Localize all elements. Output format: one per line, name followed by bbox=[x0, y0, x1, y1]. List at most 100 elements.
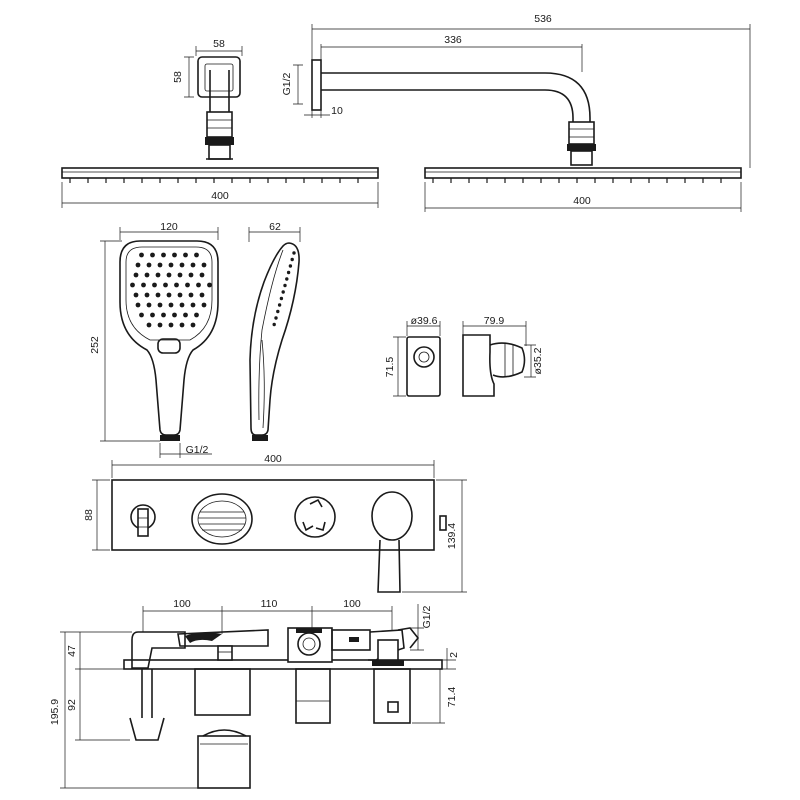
dim-label-spacing-3: 100 bbox=[343, 598, 361, 610]
shower-head-nozzles-side bbox=[432, 178, 722, 183]
holder-base bbox=[462, 334, 495, 397]
hand-shower-side-nozzles bbox=[272, 251, 296, 327]
diverter-body bbox=[194, 668, 251, 716]
hand-nozzle bbox=[196, 282, 201, 288]
dim-label-flange-width: 58 bbox=[213, 38, 225, 50]
side-nozzle bbox=[277, 303, 282, 307]
hand-nozzle bbox=[188, 272, 194, 278]
dim-hand-thread bbox=[159, 443, 212, 458]
hand-nozzle bbox=[130, 282, 135, 288]
side-nozzle bbox=[274, 316, 278, 320]
hand-nozzle bbox=[155, 292, 161, 298]
dim-label-arm-length: 336 bbox=[444, 34, 462, 46]
side-nozzle bbox=[276, 309, 280, 314]
hand-nozzle bbox=[135, 262, 141, 268]
dim-body-thread bbox=[410, 604, 424, 651]
dim-120 bbox=[119, 227, 219, 240]
dim-panel-400 bbox=[111, 460, 435, 478]
dim-400-front bbox=[61, 182, 379, 208]
arm-joint-rings bbox=[207, 119, 232, 129]
hand-nozzle bbox=[190, 302, 196, 308]
dim-58-height bbox=[184, 56, 194, 98]
overhead-shower-front-view: 58 58 400 bbox=[61, 38, 379, 208]
arm-swivel-nut bbox=[567, 144, 596, 151]
hand-nozzle bbox=[207, 282, 212, 288]
dim-58-width bbox=[195, 46, 243, 56]
dim-label-overall-width: 536 bbox=[534, 13, 552, 25]
mixer-lever-handle bbox=[377, 539, 401, 593]
dim-71-5 bbox=[393, 336, 406, 397]
dim-252 bbox=[100, 240, 160, 442]
hand-shower-side-body bbox=[249, 242, 300, 436]
dim-47 bbox=[75, 631, 132, 670]
hose-holder-hook bbox=[129, 717, 165, 741]
hand-nozzle bbox=[135, 302, 141, 308]
dim-79-9 bbox=[462, 321, 527, 346]
dim-88 bbox=[92, 479, 110, 551]
dim-100-b bbox=[312, 606, 393, 630]
hand-nozzle bbox=[172, 252, 177, 258]
dim-label-cartridge-depth: 71.4 bbox=[446, 687, 458, 708]
spout-body bbox=[177, 629, 269, 647]
dim-label-hand-thread: G1/2 bbox=[186, 444, 209, 456]
dim-71-4 bbox=[412, 669, 445, 724]
hand-nozzle bbox=[201, 262, 207, 268]
hand-nozzle bbox=[157, 262, 163, 268]
hand-nozzle bbox=[194, 312, 199, 318]
hand-nozzle bbox=[150, 312, 155, 318]
hand-shower-holder: 79.9 ø35.2 bbox=[462, 315, 544, 397]
control-panel-plate bbox=[111, 479, 435, 551]
spout-neck bbox=[217, 645, 233, 661]
shower-head-plate-front bbox=[61, 167, 379, 179]
outlet-plate bbox=[406, 336, 441, 397]
dim-536 bbox=[311, 24, 751, 168]
dim-139-4 bbox=[402, 479, 467, 593]
shower-head-plate-side bbox=[424, 167, 742, 179]
hand-nozzle bbox=[155, 272, 161, 278]
dim-label-holder-width: 79.9 bbox=[484, 315, 505, 327]
dim-label-spacing-1: 100 bbox=[173, 598, 191, 610]
hand-nozzle bbox=[141, 282, 146, 288]
side-nozzle bbox=[292, 251, 296, 255]
hand-nozzle bbox=[190, 262, 196, 268]
panel-hose-elbow bbox=[137, 508, 149, 537]
dim-label-flange-height: 58 bbox=[172, 71, 184, 83]
hand-nozzle bbox=[157, 322, 163, 328]
hand-nozzle bbox=[139, 252, 144, 258]
mixer-lever-head bbox=[371, 491, 413, 541]
overhead-shower-side-view: 536 336 G1/2 10 400 bbox=[281, 13, 751, 212]
wall-flange-inner bbox=[204, 63, 234, 92]
hand-shower-side-thread bbox=[252, 435, 268, 441]
dim-10 bbox=[304, 110, 330, 118]
spout-outlet bbox=[185, 632, 222, 643]
dim-195-9 bbox=[60, 631, 198, 789]
shower-head-nozzles bbox=[69, 178, 359, 183]
hand-shower-thread bbox=[160, 435, 180, 441]
dim-label-panel-height: 88 bbox=[83, 509, 95, 521]
hand-nozzle bbox=[172, 312, 177, 318]
hand-shower-body bbox=[119, 240, 219, 436]
hand-nozzle bbox=[179, 302, 185, 308]
dim-2 bbox=[442, 648, 456, 670]
dim-label-panel-width: 400 bbox=[264, 453, 282, 465]
hand-nozzle bbox=[183, 252, 188, 258]
side-nozzle bbox=[290, 257, 294, 262]
wall-plate-section bbox=[123, 659, 443, 670]
dim-label-above-wall: 47 bbox=[66, 645, 78, 657]
dim-label-body-thread: G1/2 bbox=[421, 605, 433, 628]
side-nozzle bbox=[283, 283, 287, 288]
side-nozzle bbox=[285, 277, 289, 281]
arm-stub bbox=[209, 70, 230, 112]
dim-label-hand-width: 120 bbox=[160, 221, 178, 233]
hand-nozzle bbox=[144, 272, 150, 278]
dim-label-outlet-height: 71.5 bbox=[384, 357, 396, 378]
control-panel-front-view: 400 88 139.4 bbox=[83, 453, 467, 593]
hand-shower-nozzles bbox=[130, 252, 212, 328]
dim-label-arm-thread: G1/2 bbox=[281, 72, 293, 95]
hand-nozzle bbox=[157, 302, 163, 308]
hand-shower-side-view: 62 bbox=[248, 221, 301, 441]
arm-ball-joint bbox=[570, 150, 593, 166]
swivel-nut bbox=[205, 137, 234, 145]
diverter-knob-grip bbox=[198, 511, 246, 531]
hand-nozzle bbox=[177, 292, 183, 298]
